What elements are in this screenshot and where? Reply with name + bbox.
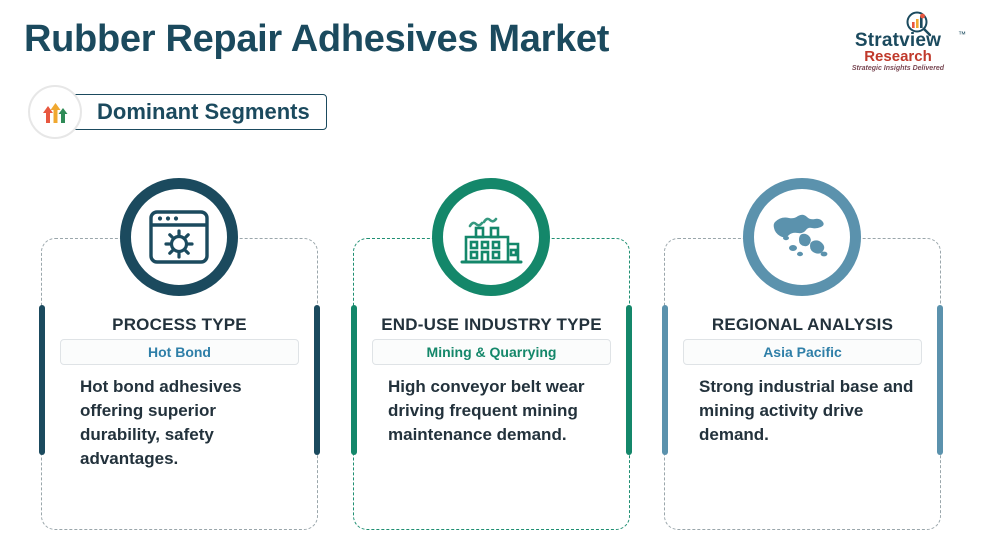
card-title: PROCESS TYPE [112, 315, 247, 334]
brand-trademark: ™ [958, 30, 966, 39]
card-description: Strong industrial base and mining activi… [699, 377, 914, 445]
brand-tagline: Strategic Insights Delivered [851, 65, 945, 72]
card-accent-bar-right [937, 305, 943, 455]
card-description: Hot bond adhesives offering superior dur… [80, 377, 242, 469]
factory-icon [460, 217, 523, 264]
card-title: REGIONAL ANALYSIS [711, 315, 894, 334]
brand-name: Stratview [854, 30, 942, 51]
segment-cards: PROCESS TYPE Hot Bond Hot bond adhesives… [0, 178, 984, 538]
card-tag: Mining & Quarrying [372, 339, 611, 365]
card-icon-circle-end-use-industry [432, 178, 550, 296]
gear-window-icon [149, 210, 209, 264]
card-icon-circle-regional-analysis [743, 178, 861, 296]
subtitle-group: Dominant Segments [28, 85, 327, 139]
card-tag: Asia Pacific [683, 339, 922, 365]
subtitle-box: Dominant Segments [70, 94, 327, 130]
card-accent-bar-right [626, 305, 632, 455]
subtitle-label: Dominant Segments [97, 99, 310, 124]
card-accent-bar-right [314, 305, 320, 455]
card-title: END-USE INDUSTRY TYPE [381, 315, 602, 334]
bar-chart-magnifier-icon [906, 11, 932, 37]
card-tag: Hot Bond [60, 339, 299, 365]
brand-logo: Stratview ™ Research Strategic Insights … [828, 10, 968, 72]
card-icon-circle-process-type [120, 178, 238, 296]
card-description: High conveyor belt wear driving frequent… [388, 377, 585, 445]
card-accent-bar-left [39, 305, 45, 455]
brand-research: Research [864, 48, 932, 65]
growth-arrows-icon [28, 85, 82, 139]
card-accent-bar-left [662, 305, 668, 455]
world-map-globe-icon [773, 214, 828, 257]
card-accent-bar-left [351, 305, 357, 455]
page-title: Rubber Repair Adhesives Market [24, 18, 610, 60]
